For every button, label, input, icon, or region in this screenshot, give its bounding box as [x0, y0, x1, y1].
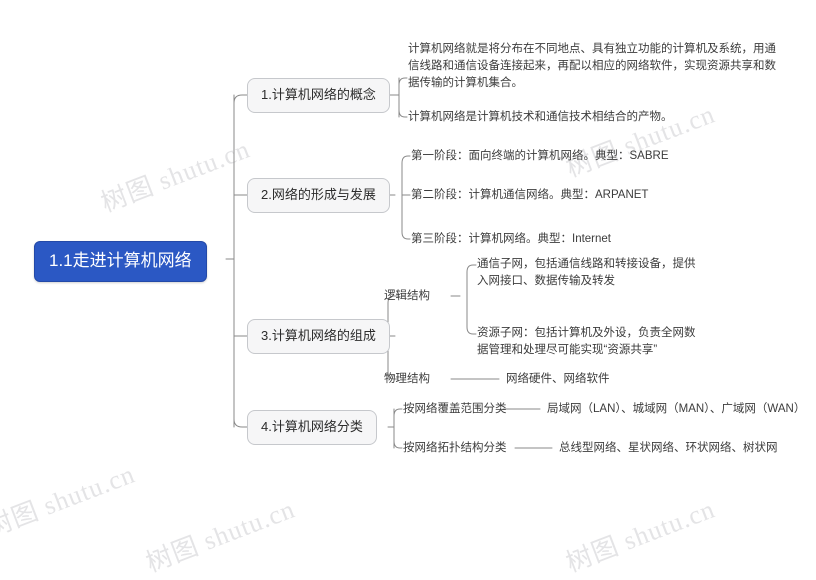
link-branch4-corner-1 [393, 408, 403, 417]
watermark: 树图 shutu.cn [562, 494, 720, 578]
link-branch4-corner-2 [393, 440, 403, 449]
leaf-label: 第三阶段：计算机网络。典型：Internet [411, 233, 611, 245]
leaf-topology-types[interactable]: 总线型网络、星状网络、环状网络、树状网 [559, 440, 778, 457]
leaf-concept-origin[interactable]: 计算机网络是计算机技术和通信技术相结合的产物。 [408, 109, 673, 126]
leaf-coverage-types[interactable]: 局域网（LAN）、城域网（MAN）、广域网（WAN） [547, 401, 805, 418]
sublabel-logical-structure[interactable]: 逻辑结构 [384, 288, 430, 305]
sublabel-by-topology[interactable]: 按网络拓扑结构分类 [403, 440, 507, 457]
link-branch2-corner-1 [401, 155, 411, 164]
leaf-resource-subnet[interactable]: 资源子网：包括计算机及外设，负责全网数据管理和处理尽可能实现“资源共享” [477, 325, 705, 359]
branch-node-label: 1.计算机网络的概念 [261, 87, 376, 102]
branch-node-concept[interactable]: 1.计算机网络的概念 [247, 78, 390, 113]
leaf-label: 计算机网络是计算机技术和通信技术相结合的产物。 [408, 111, 673, 123]
leaf-label: 通信子网，包括通信线路和转接设备，提供入网接口、数据传输及转发 [477, 258, 696, 287]
leaf-label: 网络硬件、网络软件 [506, 373, 610, 385]
branch-node-composition[interactable]: 3.计算机网络的组成 [247, 319, 390, 354]
link-branch3-corner-2 [387, 371, 399, 380]
link-branch2-corner-3 [401, 231, 411, 240]
sublabel-text: 按网络覆盖范围分类 [403, 403, 507, 415]
link-branch1-corner-top [398, 77, 408, 86]
leaf-label: 第一阶段：面向终端的计算机网络。典型：SABRE [411, 150, 669, 162]
root-node[interactable]: 1.1走进计算机网络 [34, 241, 207, 282]
link-branch1-corner-bottom [398, 109, 408, 118]
branch-node-label: 4.计算机网络分类 [261, 419, 363, 434]
watermark: 树图 shutu.cn [142, 494, 300, 578]
leaf-concept-definition[interactable]: 计算机网络就是将分布在不同地点、具有独立功能的计算机及系统，用通信线路和通信设备… [408, 41, 776, 92]
branch-node-classification[interactable]: 4.计算机网络分类 [247, 410, 377, 445]
leaf-stage-1[interactable]: 第一阶段：面向终端的计算机网络。典型：SABRE [411, 148, 668, 165]
sublabel-physical-structure[interactable]: 物理结构 [384, 371, 430, 388]
leaf-label: 第二阶段：计算机通信网络。典型：ARPANET [411, 189, 649, 201]
link-root-to-branch-1 [233, 94, 249, 104]
leaf-hardware-software[interactable]: 网络硬件、网络软件 [506, 371, 610, 388]
link-logic-corner-2 [466, 326, 477, 335]
branch-node-label: 3.计算机网络的组成 [261, 328, 376, 343]
sublabel-text: 物理结构 [384, 373, 430, 385]
leaf-label: 计算机网络就是将分布在不同地点、具有独立功能的计算机及系统，用通信线路和通信设备… [408, 43, 776, 89]
leaf-communication-subnet[interactable]: 通信子网，包括通信线路和转接设备，提供入网接口、数据传输及转发 [477, 256, 705, 290]
link-branch3-corner-1 [387, 295, 399, 304]
branch-node-label: 2.网络的形成与发展 [261, 187, 376, 202]
leaf-stage-2[interactable]: 第二阶段：计算机通信网络。典型：ARPANET [411, 187, 648, 204]
link-root-to-branch-4 [233, 418, 249, 428]
sublabel-text: 按网络拓扑结构分类 [403, 442, 507, 454]
leaf-label: 局域网（LAN）、城域网（MAN）、广域网（WAN） [547, 403, 806, 415]
leaf-stage-3[interactable]: 第三阶段：计算机网络。典型：Internet [411, 231, 611, 248]
branch-node-formation[interactable]: 2.网络的形成与发展 [247, 178, 390, 213]
leaf-label: 资源子网：包括计算机及外设，负责全网数据管理和处理尽可能实现“资源共享” [477, 327, 696, 356]
sublabel-text: 逻辑结构 [384, 290, 430, 302]
leaf-label: 总线型网络、星状网络、环状网络、树状网 [559, 442, 778, 454]
root-node-label: 1.1走进计算机网络 [49, 251, 192, 270]
sublabel-by-coverage[interactable]: 按网络覆盖范围分类 [403, 401, 507, 418]
link-logic-corner-1 [466, 264, 477, 273]
